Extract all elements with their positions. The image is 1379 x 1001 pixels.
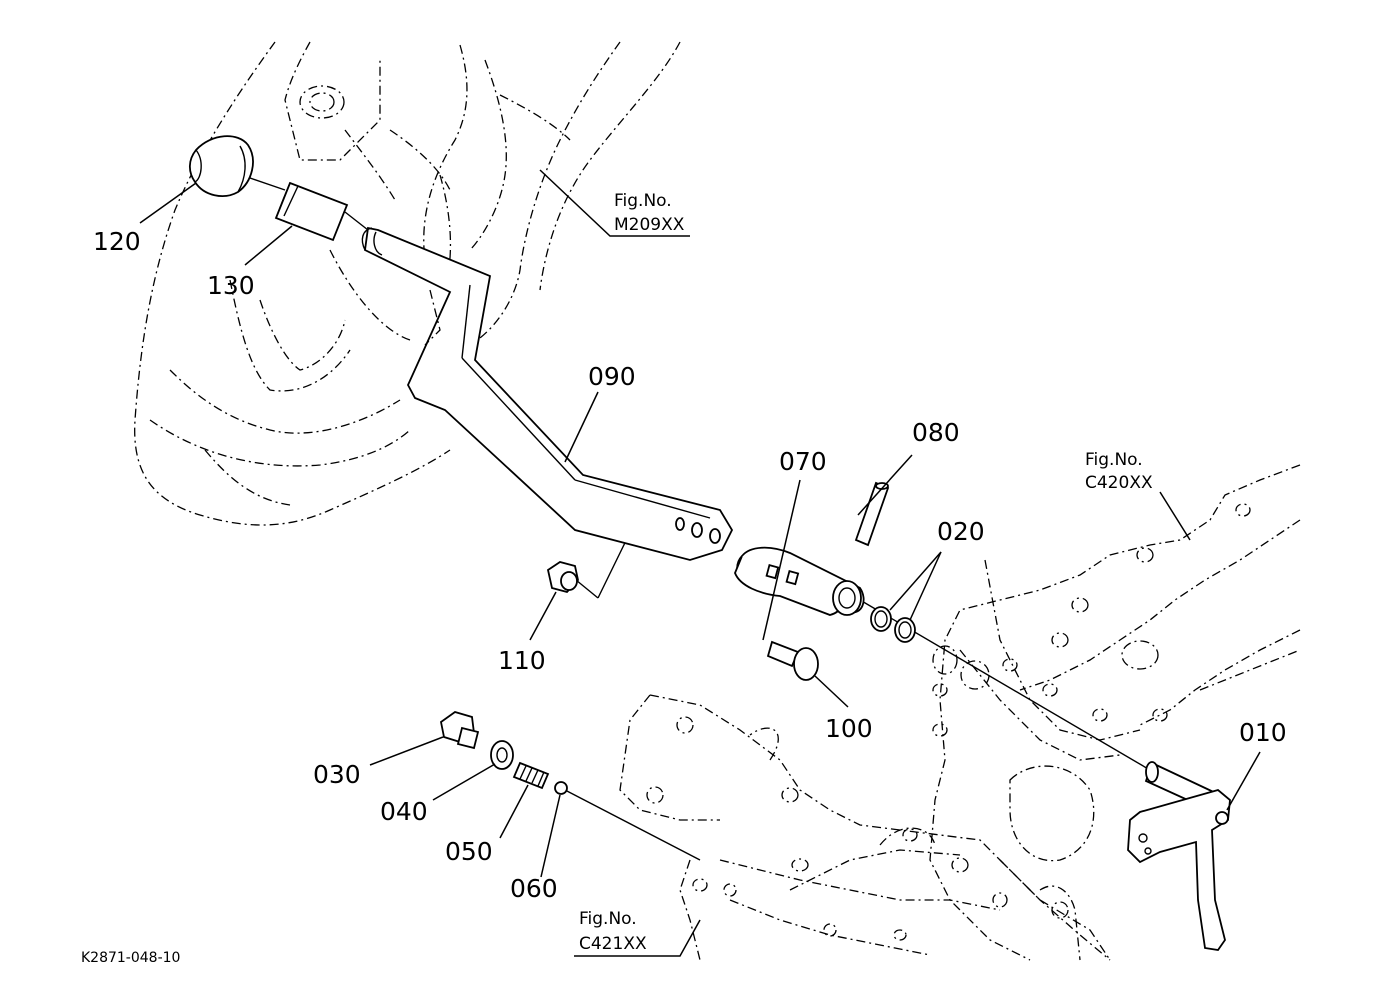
label-080: 080 bbox=[912, 418, 960, 447]
label-100: 100 bbox=[825, 714, 873, 743]
assembly-axis-lines bbox=[249, 177, 1151, 861]
label-010: 010 bbox=[1239, 718, 1287, 747]
label-130: 130 bbox=[207, 271, 255, 300]
lower-housing-outline bbox=[619, 694, 1111, 961]
figure-ref-c421xx: Fig.No. C421XX bbox=[579, 909, 647, 954]
fig-ref-code: C421XX bbox=[579, 934, 647, 954]
bolt-100 bbox=[766, 640, 819, 681]
washer-040 bbox=[490, 740, 514, 770]
lever-rod-090 bbox=[361, 226, 734, 561]
label-020: 020 bbox=[937, 517, 985, 546]
label-040: 040 bbox=[380, 797, 428, 826]
ball-060 bbox=[554, 781, 568, 795]
part-labels: 120 130 090 080 070 020 110 100 030 040 … bbox=[93, 227, 1287, 903]
label-090: 090 bbox=[588, 362, 636, 391]
knob-120 bbox=[188, 135, 254, 197]
pin-080 bbox=[854, 481, 890, 547]
fig-ref-code: M209XX bbox=[614, 215, 685, 235]
label-070: 070 bbox=[779, 447, 827, 476]
boss-070 bbox=[734, 546, 865, 616]
label-120: 120 bbox=[93, 227, 141, 256]
sleeve-130 bbox=[274, 181, 349, 242]
label-030: 030 bbox=[313, 760, 361, 789]
spring-050 bbox=[512, 761, 550, 790]
shift-lever-010 bbox=[1127, 761, 1231, 951]
fig-ref-code: C420XX bbox=[1085, 473, 1153, 493]
fig-ref-prefix: Fig.No. bbox=[1085, 450, 1143, 470]
fig-ref-prefix: Fig.No. bbox=[579, 909, 637, 929]
leader-lines bbox=[139, 169, 1261, 957]
figure-ref-c420xx: Fig.No. C420XX bbox=[1085, 450, 1153, 493]
fig-ref-prefix: Fig.No. bbox=[614, 191, 672, 211]
figure-ref-m209xx: Fig.No. M209XX bbox=[614, 191, 685, 235]
transmission-case-outline bbox=[929, 464, 1301, 961]
plug-030 bbox=[440, 711, 480, 750]
nut-110 bbox=[546, 561, 579, 594]
label-110: 110 bbox=[498, 646, 546, 675]
label-050: 050 bbox=[445, 837, 493, 866]
o-rings-020 bbox=[870, 606, 916, 643]
drawing-code: K2871-048-10 bbox=[81, 950, 180, 966]
label-060: 060 bbox=[510, 874, 558, 903]
